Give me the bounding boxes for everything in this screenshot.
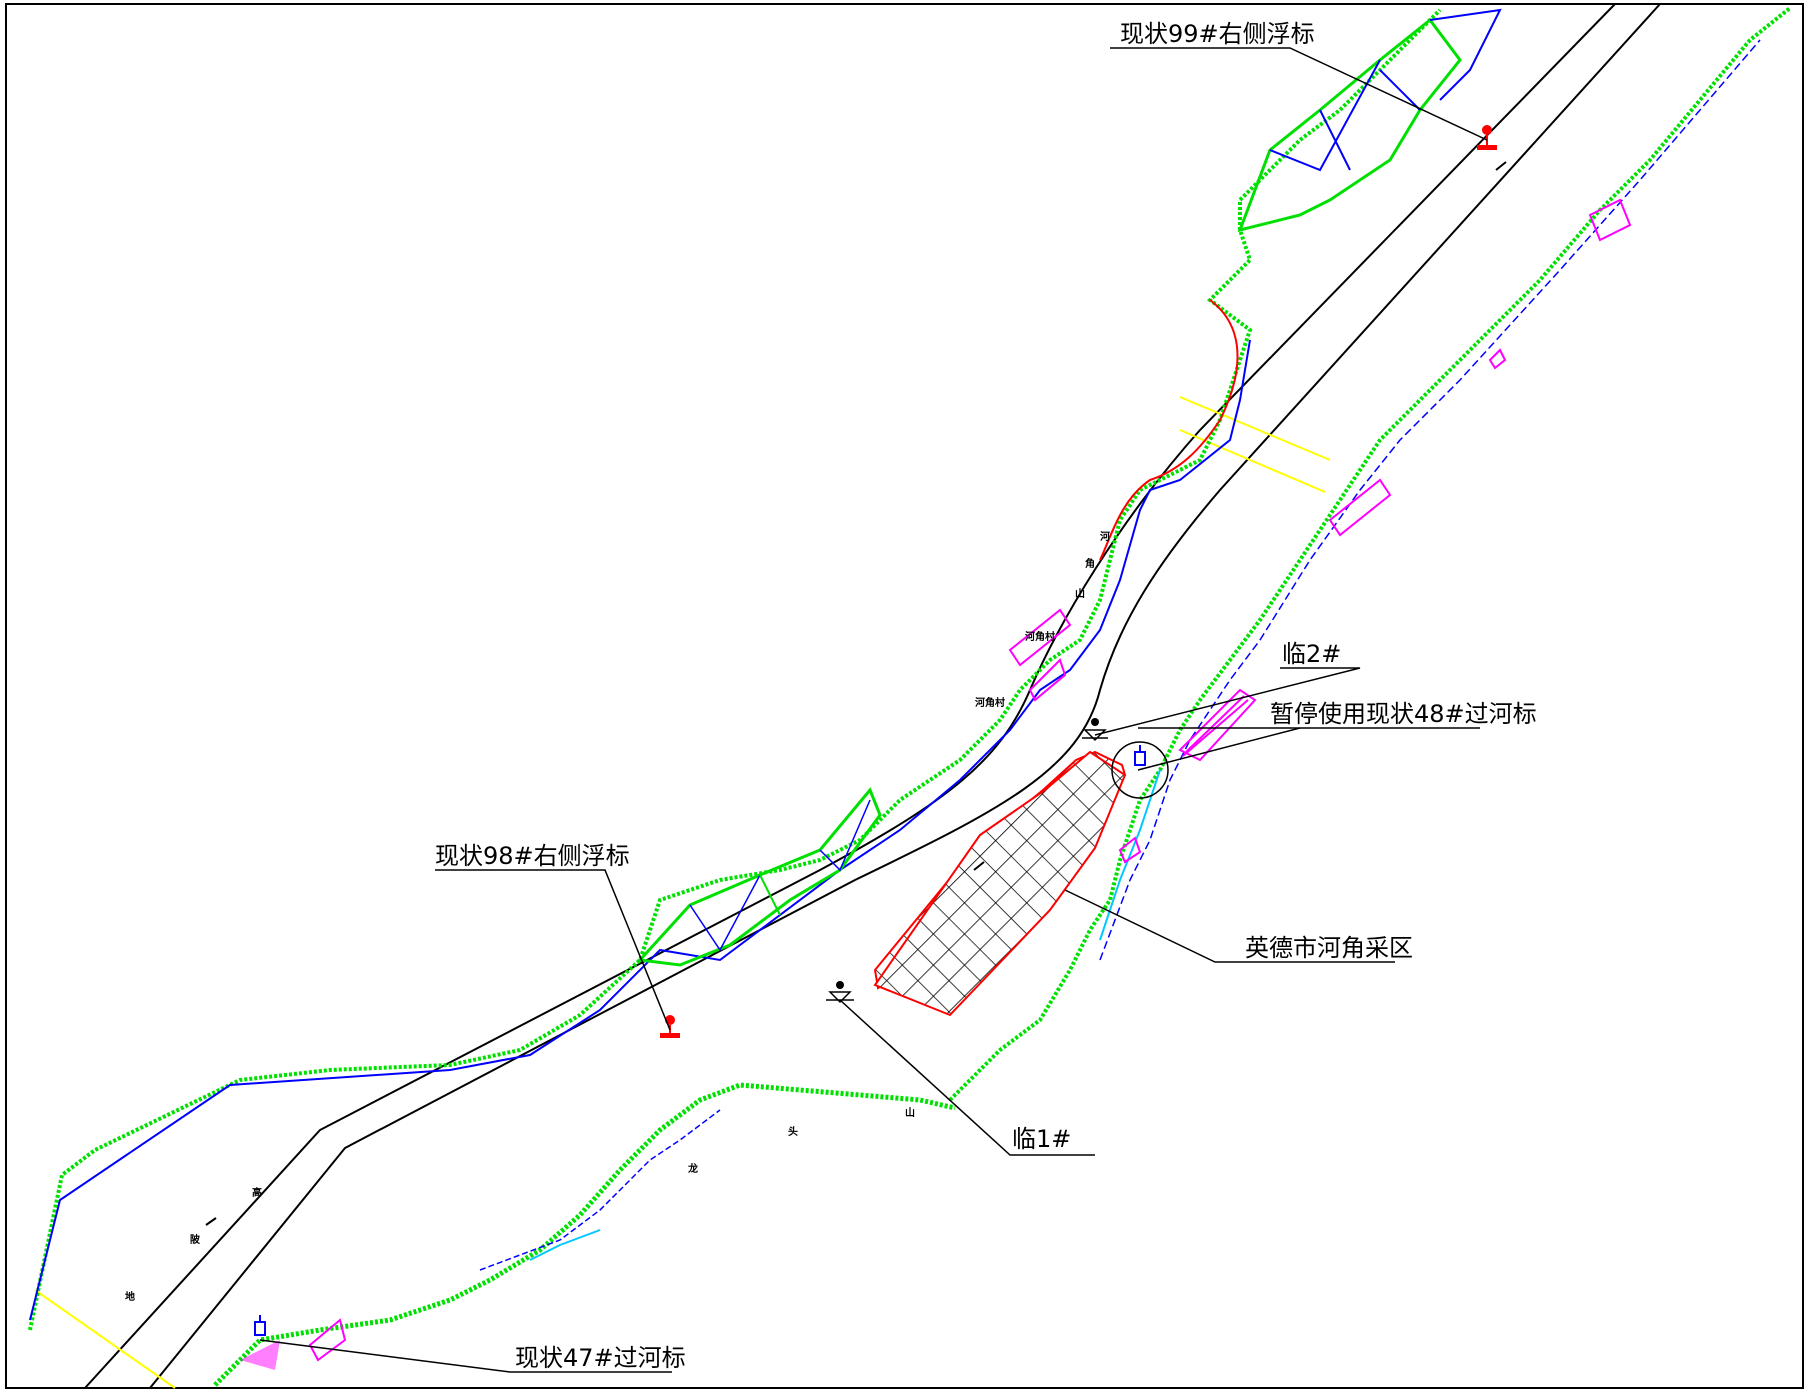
label-temp-1: 临1# (1012, 1125, 1071, 1153)
temp-marker-1-icon (826, 981, 854, 1004)
left-water-line (29, 339, 1251, 1321)
label-mining-area: 英德市河角采区 (1245, 934, 1413, 962)
place-village-1: 河角村 (1025, 630, 1055, 643)
label-cross-47: 现状47#过河标 (515, 1344, 686, 1372)
channel-dash-markers (205, 161, 1507, 1226)
label-suspended-48: 暂停使用现状48#过河标 (1270, 700, 1537, 728)
right-water-line (1099, 39, 1761, 961)
mining-area-body (873, 750, 1127, 1017)
channel-edge-right (149, 3, 1661, 1389)
drawing-frame (5, 3, 1804, 1389)
temp-marker-2-icon (1082, 718, 1108, 742)
place-po: 陂 (190, 1233, 201, 1246)
place-shan-1: 山 (1075, 587, 1085, 600)
right-cyan-line (1099, 769, 1161, 941)
mid-island-blocks (636, 787, 882, 967)
place-jiao: 角 (1085, 557, 1095, 570)
label-buoy-99: 现状99#右侧浮标 (1120, 20, 1315, 48)
label-buoy-98: 现状98#右侧浮标 (435, 842, 630, 870)
red-survey-trace (1099, 299, 1239, 561)
place-di: 地 (125, 1290, 135, 1303)
upper-island-blocks (1237, 8, 1502, 233)
place-shan-2: 山 (905, 1106, 915, 1119)
cross-river-marker-48-icon (1111, 741, 1169, 799)
place-village-2: 河角村 (975, 696, 1005, 709)
channel-edge-left (84, 3, 1616, 1389)
place-gao: 高 (252, 1186, 262, 1199)
place-he: 河 (1100, 531, 1110, 543)
buoy-98-icon (660, 1015, 680, 1038)
leader-lines (259, 47, 1488, 1373)
label-temp-2: 临2# (1282, 640, 1341, 668)
cross-river-marker-47-icon (240, 1315, 280, 1370)
right-bank (948, 6, 1792, 1102)
place-long: 龙 (687, 1162, 698, 1175)
lower-cyan-line (529, 1229, 601, 1261)
place-tou: 头 (788, 1125, 798, 1138)
magenta-structures (308, 198, 1632, 1362)
left-bank-upper (28, 8, 1442, 1331)
